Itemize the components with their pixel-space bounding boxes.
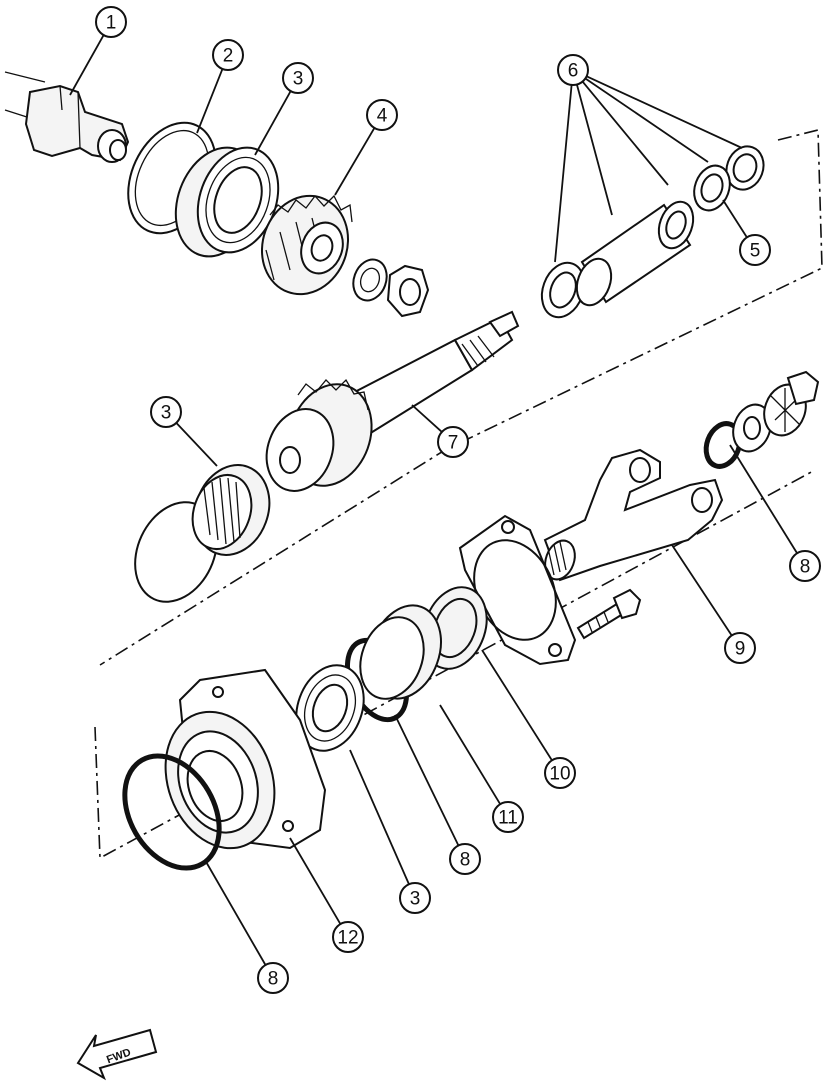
- callout-circle-2: [212, 39, 244, 71]
- leader-line-5-0: [722, 199, 748, 238]
- callout-number-7: 7: [448, 433, 459, 454]
- leader-line-6-1: [576, 84, 613, 216]
- part-7-pinion-shaft: [265, 310, 520, 492]
- callout-number-4: 4: [377, 106, 388, 127]
- leader-line-6-4: [586, 75, 743, 149]
- callout-circle-8a: [789, 550, 821, 582]
- callout-8b: 8: [449, 843, 481, 875]
- part-1-drive-shaft: [4, 71, 130, 163]
- callout-number-9: 9: [735, 639, 746, 660]
- part-4-bevel-gear: [260, 194, 353, 296]
- callout-circle-10: [544, 757, 576, 789]
- part-8-o-ring-lower: [122, 753, 222, 871]
- leader-line-6-3: [584, 77, 709, 163]
- callout-number-3c: 3: [410, 889, 421, 910]
- callout-number-5: 5: [750, 241, 761, 262]
- callout-circle-12: [332, 921, 364, 953]
- part-3-ball-bearing-upper: [174, 146, 280, 258]
- callout-11: 11: [492, 801, 524, 833]
- callout-circle-9: [724, 632, 756, 664]
- callout-8c: 8: [257, 962, 289, 994]
- callout-number-12: 12: [337, 928, 358, 949]
- callout-7: 7: [437, 426, 469, 458]
- lock-washer: [352, 258, 388, 302]
- callout-number-10: 10: [549, 764, 570, 785]
- callout-circle-3b: [150, 396, 182, 428]
- callout-number-6: 6: [568, 61, 579, 82]
- assembly-boundary-lines: [94, 128, 823, 860]
- callout-number-3a: 3: [293, 69, 304, 90]
- part-5-shim: [693, 164, 731, 212]
- leader-line-1-0: [69, 34, 105, 96]
- leader-line-8b-0: [394, 714, 460, 846]
- callout-circle-1: [95, 6, 127, 38]
- flange-bolt: [576, 588, 642, 640]
- callout-circle-5: [739, 234, 771, 266]
- leader-line-8a-0: [729, 444, 798, 554]
- part-6-spacer-set: [540, 145, 765, 319]
- callout-circle-3c: [399, 882, 431, 914]
- callout-number-8c: 8: [268, 969, 279, 990]
- callout-number-3b: 3: [161, 403, 172, 424]
- callout-leader-lines: [69, 34, 798, 966]
- callout-number-8a: 8: [800, 557, 811, 578]
- leader-line-3c-0: [349, 749, 410, 885]
- leader-line-10-0: [481, 649, 553, 761]
- flange-nut-stack: [732, 370, 820, 453]
- callout-circle-8c: [257, 962, 289, 994]
- callout-6: 6: [557, 54, 589, 86]
- part-9-yoke: [543, 448, 724, 582]
- leader-line-4-0: [334, 127, 376, 196]
- callout-circle-6: [557, 54, 589, 86]
- leader-line-6-2: [581, 80, 669, 186]
- callout-number-11: 11: [498, 808, 518, 829]
- leader-line-7-0: [411, 404, 443, 433]
- callout-circle-3a: [282, 62, 314, 94]
- leader-line-6-0: [554, 84, 573, 263]
- callout-12: 12: [332, 921, 364, 953]
- callout-3b: 3: [150, 396, 182, 428]
- leader-line-3b-0: [175, 422, 218, 467]
- callout-10: 10: [544, 757, 576, 789]
- part-3-ball-bearing-lower: [295, 604, 442, 752]
- callout-3c: 3: [399, 882, 431, 914]
- part-3-needle-bearing-middle: [134, 464, 271, 603]
- leader-line-9-0: [671, 544, 733, 636]
- callout-number-2: 2: [223, 46, 234, 67]
- callout-2: 2: [212, 39, 244, 71]
- callout-circle-8b: [449, 843, 481, 875]
- callout-9: 9: [724, 632, 756, 664]
- leader-line-8c-0: [204, 859, 267, 966]
- callout-1: 1: [95, 6, 127, 38]
- part-8-o-ring-upper: [703, 421, 743, 469]
- callout-3a: 3: [282, 62, 314, 94]
- callout-8a: 8: [789, 550, 821, 582]
- callout-number-8b: 8: [460, 850, 471, 871]
- callout-5: 5: [739, 234, 771, 266]
- callout-circle-7: [437, 426, 469, 458]
- callout-number-1: 1: [106, 13, 117, 34]
- part-12-bearing-housing: [164, 668, 327, 850]
- leader-line-12-0: [289, 837, 342, 925]
- callout-circle-4: [366, 99, 398, 131]
- callout-4: 4: [366, 99, 398, 131]
- leader-line-2-0: [196, 68, 224, 134]
- leader-line-11-0: [439, 704, 501, 805]
- callout-circle-11: [492, 801, 524, 833]
- forward-direction-arrow: FWD: [76, 1028, 158, 1081]
- shaft-nut: [386, 264, 430, 318]
- leader-line-3a-0: [254, 90, 292, 156]
